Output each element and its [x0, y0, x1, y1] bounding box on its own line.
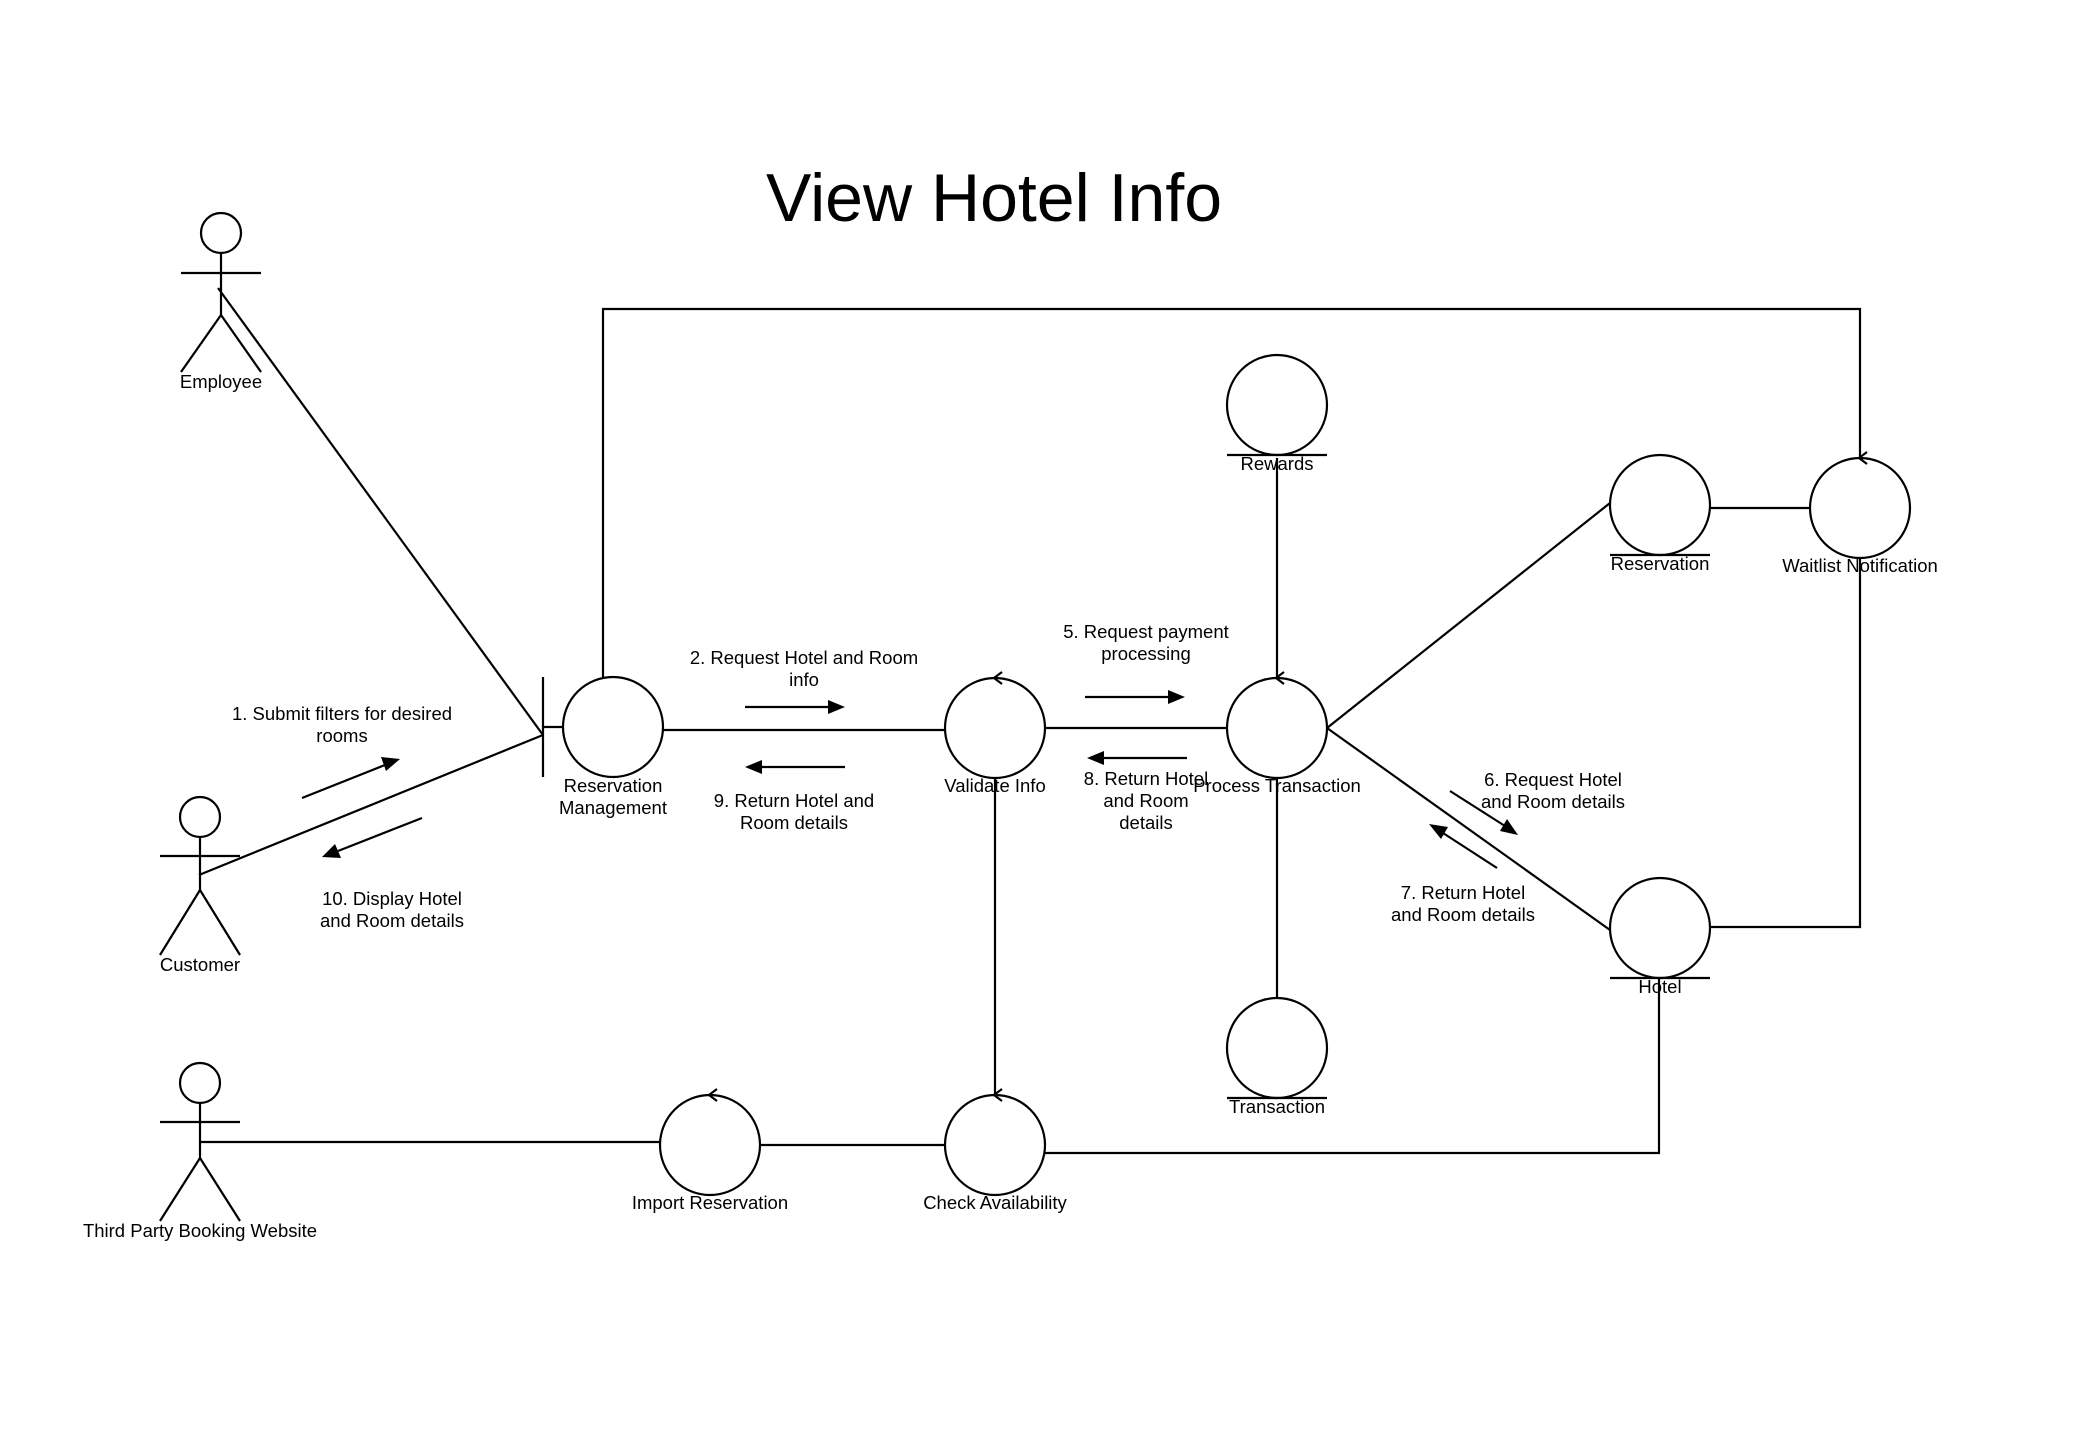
- actor-label: Employee: [180, 371, 262, 392]
- message-m7: 7. Return Hotel and Room details: [1391, 882, 1535, 925]
- arrow-m9: [745, 760, 845, 774]
- svg-text:Room details: Room details: [740, 812, 848, 833]
- entity-circle: [1225, 353, 1329, 457]
- control-waitlist-notification: Waitlist Notification: [1782, 451, 1938, 576]
- svg-text:6. Request Hotel: 6. Request Hotel: [1484, 769, 1622, 790]
- actor-head: [178, 1061, 222, 1105]
- control-circle: [658, 1093, 762, 1197]
- arrow-m2: [745, 700, 845, 714]
- svg-text:and Room details: and Room details: [320, 910, 464, 931]
- message-m9: 9. Return Hotel and Room details: [714, 790, 874, 833]
- boundary-reservation-management: Reservation Management: [541, 675, 667, 818]
- entity-reservation: Reservation: [1608, 453, 1712, 574]
- link-process-transaction-hotel: [1326, 727, 1611, 931]
- message-m1: 1. Submit filters for desired rooms: [232, 703, 452, 746]
- actor-label: Third Party Booking Website: [83, 1220, 317, 1241]
- actor-left-leg: [159, 1157, 201, 1222]
- control-circle: [943, 1093, 1047, 1197]
- message-m2: 2. Request Hotel and Room info: [690, 647, 918, 690]
- svg-text:7. Return Hotel: 7. Return Hotel: [1401, 882, 1525, 903]
- node-label: Reservation: [1611, 553, 1710, 574]
- message-m6: 6. Request Hotel and Room details: [1481, 769, 1625, 812]
- control-arrow-icon: [1857, 451, 1868, 465]
- svg-text:rooms: rooms: [316, 725, 367, 746]
- link-check-availability-hotel: [1045, 978, 1661, 1155]
- svg-text:details: details: [1119, 812, 1172, 833]
- link-employee-reservation-management: [217, 287, 544, 736]
- arrow-m7: [1429, 824, 1498, 869]
- arrow-m1: [301, 757, 400, 800]
- message-m10: 10. Display Hotel and Room details: [320, 888, 464, 931]
- actor-right-leg: [199, 1157, 241, 1222]
- node-label: Waitlist Notification: [1782, 555, 1938, 576]
- svg-text:9. Return Hotel and: 9. Return Hotel and: [714, 790, 874, 811]
- control-arrow-icon: [992, 1088, 1003, 1102]
- actor-head: [199, 211, 243, 255]
- node-label: Rewards: [1241, 453, 1314, 474]
- connections: [198, 287, 1862, 1155]
- control-process-transaction: Process Transaction: [1193, 671, 1361, 796]
- message-arrows: [301, 690, 1518, 869]
- control-circle: [1225, 676, 1329, 780]
- actor-head: [178, 795, 222, 839]
- message-m5: 5. Request payment processing: [1063, 621, 1229, 664]
- actor-employee: Employee: [180, 211, 262, 392]
- entity-rewards: Rewards: [1225, 353, 1329, 474]
- entity-transaction: Transaction: [1225, 996, 1329, 1117]
- control-check-availability: Check Availability: [923, 1088, 1068, 1213]
- control-arrow-icon: [992, 671, 1003, 685]
- actor-label: Customer: [160, 954, 240, 975]
- node-label-line-2: Management: [559, 797, 667, 818]
- actor-left-leg: [180, 314, 222, 373]
- control-circle: [1808, 456, 1912, 560]
- actor-left-leg: [159, 889, 201, 956]
- link-customer-reservation-management: [198, 733, 544, 877]
- control-arrow-icon: [1274, 671, 1285, 685]
- svg-text:and Room: and Room: [1103, 790, 1188, 811]
- actor-right-leg: [220, 314, 262, 373]
- arrow-m8: [1087, 751, 1187, 765]
- svg-text:processing: processing: [1101, 643, 1190, 664]
- link-process-transaction-reservation: [1326, 502, 1611, 729]
- entity-circle: [1225, 996, 1329, 1100]
- actor-right-leg: [199, 889, 241, 956]
- svg-text:8. Return Hotel: 8. Return Hotel: [1084, 768, 1208, 789]
- entity-circle: [1608, 876, 1712, 980]
- entity-hotel: Hotel: [1608, 876, 1712, 997]
- entity-circle: [1608, 453, 1712, 557]
- svg-text:and Room details: and Room details: [1481, 791, 1625, 812]
- actor-customer: Customer: [159, 795, 241, 975]
- arrow-m10: [322, 816, 423, 858]
- node-label: Hotel: [1638, 976, 1681, 997]
- control-circle: [943, 676, 1047, 780]
- boundary-circle: [561, 675, 665, 779]
- node-label: Transaction: [1229, 1096, 1325, 1117]
- svg-text:5. Request payment: 5. Request payment: [1063, 621, 1229, 642]
- arrow-m6: [1449, 790, 1518, 835]
- message-m8: 8. Return Hotel and Room details: [1084, 768, 1208, 833]
- node-label: Process Transaction: [1193, 775, 1361, 796]
- message-labels: 1. Submit filters for desired rooms 2. R…: [232, 621, 1625, 931]
- node-label: Check Availability: [923, 1192, 1067, 1213]
- link-hotel-waitlist: [1710, 558, 1862, 929]
- link-reservation-management-waitlist: [601, 307, 1862, 677]
- actor-third-party-booking-website: Third Party Booking Website: [83, 1061, 317, 1241]
- control-validate-info: Validate Info: [943, 671, 1047, 796]
- node-label-line-1: Reservation: [564, 775, 663, 796]
- svg-text:1. Submit filters for desired: 1. Submit filters for desired: [232, 703, 452, 724]
- node-label: Import Reservation: [632, 1192, 788, 1213]
- svg-text:info: info: [789, 669, 819, 690]
- arrow-m5: [1085, 690, 1185, 704]
- node-label: Validate Info: [944, 775, 1045, 796]
- svg-text:and Room details: and Room details: [1391, 904, 1535, 925]
- control-arrow-icon: [707, 1088, 718, 1102]
- control-import-reservation: Import Reservation: [632, 1088, 788, 1213]
- svg-text:10. Display Hotel: 10. Display Hotel: [322, 888, 462, 909]
- svg-text:2. Request Hotel and Room: 2. Request Hotel and Room: [690, 647, 918, 668]
- diagram-title: View Hotel Info: [766, 160, 1222, 236]
